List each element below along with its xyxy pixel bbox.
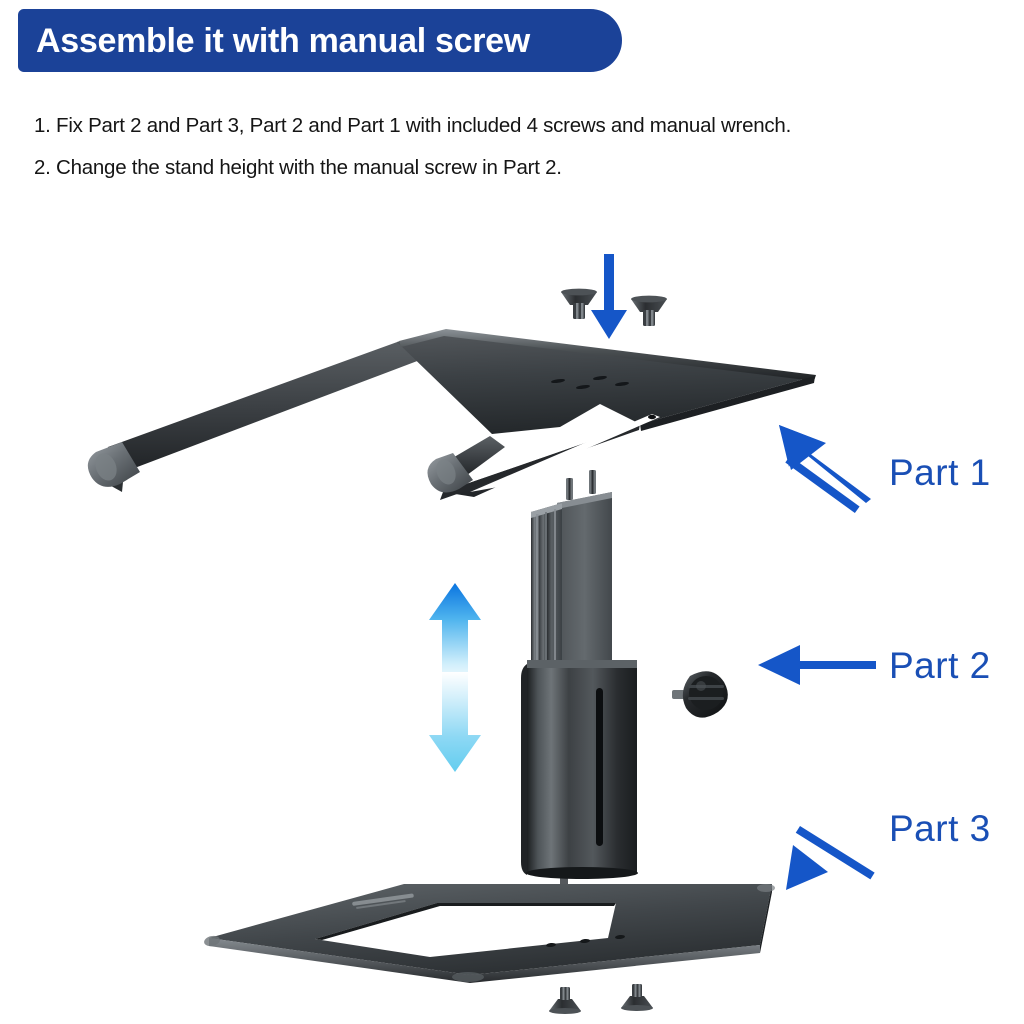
assembly-direction-arrow xyxy=(591,254,627,339)
instruction-line-1: 1. Fix Part 2 and Part 3, Part 2 and Par… xyxy=(34,114,792,137)
left-arm-lower-edge xyxy=(104,447,124,492)
column-inner-post-top xyxy=(557,492,612,509)
part-2-column xyxy=(521,470,728,887)
base-plate-right-edge xyxy=(760,884,772,953)
label-part-2: Part 2 xyxy=(889,645,991,686)
column-lower-left-face xyxy=(521,664,527,875)
column-lower-housing-top xyxy=(527,660,637,668)
header-banner: Assemble it with manual screw xyxy=(18,9,622,72)
part-3-base-plate xyxy=(204,884,775,983)
page-title: Assemble it with manual screw xyxy=(36,21,530,60)
top-plate-v-slot xyxy=(470,414,660,492)
screw-top-left xyxy=(561,288,597,319)
screw-bottom-right xyxy=(621,984,653,1011)
top-plate-inner-arm-shadow xyxy=(440,424,640,500)
base-plate-corner-right xyxy=(757,884,775,892)
base-plate-cutout xyxy=(315,903,616,957)
base-plate-corner-left xyxy=(204,935,220,947)
part-1-top-plate xyxy=(87,329,816,500)
front-arm-tip xyxy=(427,453,473,493)
manual-thumb-screw-knob xyxy=(672,671,728,718)
base-plate-logo xyxy=(352,893,414,909)
top-plate-vent-slots xyxy=(551,375,629,390)
instruction-line-2: 2. Change the stand height with the manu… xyxy=(34,156,562,179)
column-upper-sleeve-top xyxy=(531,503,562,518)
column-lower-housing xyxy=(527,660,637,873)
top-plate-underside-right xyxy=(640,376,815,431)
screw-top-right xyxy=(631,295,667,326)
label-part-1: Part 1 xyxy=(889,452,991,493)
base-plate-edge xyxy=(209,938,760,983)
column-bottom-stud xyxy=(560,871,568,887)
front-arm-tip-cap xyxy=(436,459,456,485)
column-inner-post xyxy=(557,492,612,673)
callout-arrow-part-2 xyxy=(758,645,876,685)
base-plate-cutout-inner-edge xyxy=(315,903,616,940)
height-arrow-up xyxy=(429,583,481,686)
left-arm-tip xyxy=(87,442,140,487)
callout-arrow-part-3 xyxy=(786,825,875,890)
top-plate-top-bevel xyxy=(399,329,816,381)
left-arm-tip-cap xyxy=(95,453,117,481)
left-arm xyxy=(108,337,441,472)
column-top-studs xyxy=(566,470,596,500)
top-plate-inner-arm xyxy=(443,419,648,497)
top-plate-surface xyxy=(397,330,815,434)
column-adjust-slot xyxy=(596,688,603,846)
screw-bottom-left xyxy=(549,987,581,1014)
column-rib-highlights xyxy=(536,509,556,670)
base-plate-surface xyxy=(209,884,772,975)
label-part-3: Part 3 xyxy=(889,808,991,849)
front-arm xyxy=(444,436,505,478)
base-plate-vent-holes xyxy=(546,934,625,948)
base-plate-corner-front xyxy=(452,972,484,982)
top-plate-screw-hole xyxy=(648,414,656,420)
column-upper-sleeve xyxy=(531,503,562,672)
height-adjust-arrows xyxy=(429,583,481,772)
callout-arrow-part-1 xyxy=(779,425,871,514)
height-arrow-down xyxy=(429,672,481,772)
